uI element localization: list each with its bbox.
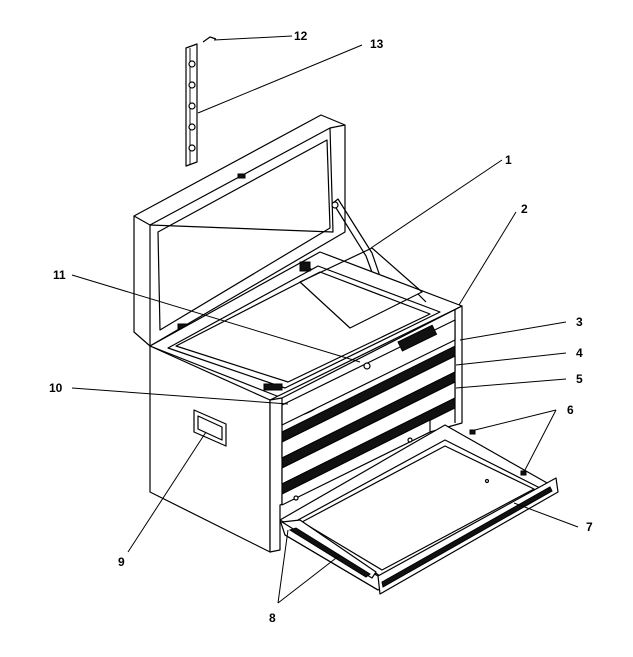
side-handle (193, 409, 227, 447)
callout-5: 5 (576, 372, 583, 386)
callout-9: 9 (118, 555, 125, 569)
callout-labels: 1 2 3 4 5 6 7 8 9 10 11 12 13 (49, 29, 593, 625)
callout-11: 11 (53, 268, 66, 282)
hinge-pin (202, 36, 217, 43)
callout-2: 2 (521, 202, 528, 216)
callout-1: 1 (505, 153, 512, 167)
chest-top-opening (149, 247, 463, 399)
callout-7: 7 (586, 520, 593, 534)
callout-13: 13 (370, 37, 384, 51)
callout-8: 8 (269, 611, 276, 625)
lid (133, 114, 346, 347)
hinge-strip (185, 43, 198, 167)
open-bottom-drawer (279, 424, 559, 595)
drawer-stack (281, 319, 456, 506)
callout-3: 3 (576, 315, 583, 329)
callout-10: 10 (49, 381, 63, 395)
callout-4: 4 (576, 346, 583, 360)
callout-12: 12 (294, 29, 308, 43)
leader-lines (71, 35, 579, 604)
callout-6: 6 (567, 403, 574, 417)
